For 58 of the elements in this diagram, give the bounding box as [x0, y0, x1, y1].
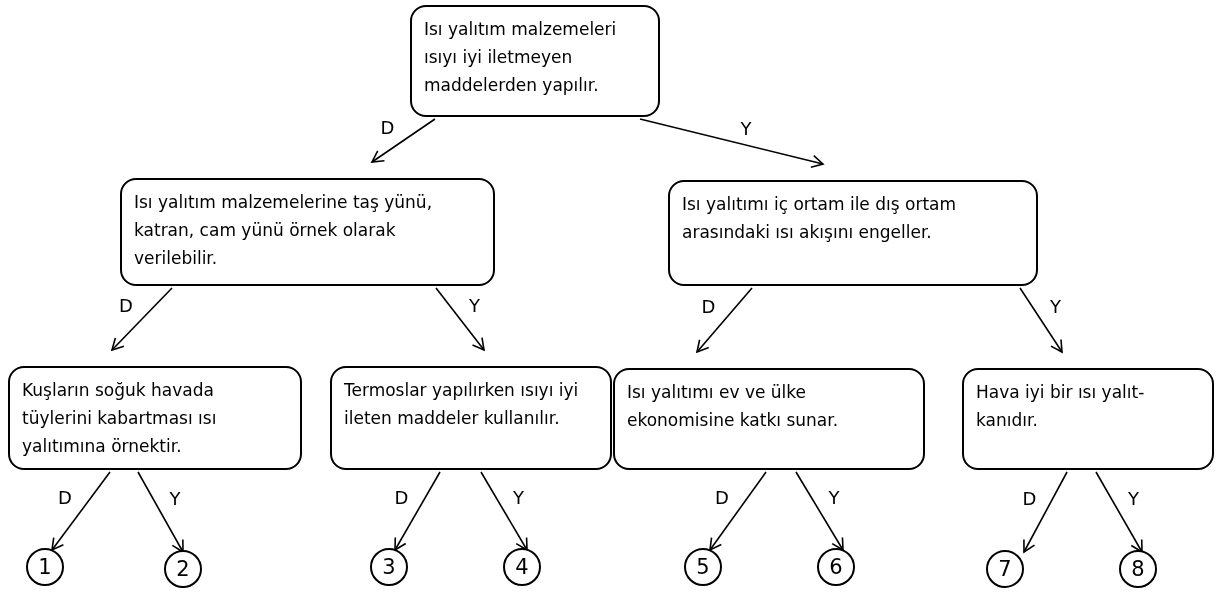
outcome-number: 4 [515, 556, 529, 578]
outcome-number: 1 [38, 556, 52, 578]
edge-label: Y [168, 490, 182, 508]
outcome-circle [986, 550, 1024, 588]
arrow [435, 287, 485, 351]
outcome-circle [26, 548, 64, 586]
outcome-number: 3 [382, 556, 396, 578]
outcome-circle [370, 548, 408, 586]
statement-box [668, 180, 1038, 286]
edge-label: Y [827, 489, 841, 507]
edge-label: D [714, 489, 730, 507]
arrow [639, 118, 824, 168]
statement-text: Isı yalıtım malzemelerine taş yünü, katran, cam yünü örnek olarak verilebilir. [134, 191, 434, 270]
arrow [795, 471, 844, 551]
arrow [1023, 471, 1068, 553]
arrow [111, 287, 173, 351]
arrow [696, 287, 753, 353]
outcome-circle [684, 548, 722, 586]
arrow [51, 471, 111, 551]
outcome-number: 5 [696, 556, 710, 578]
statement-box [962, 368, 1214, 470]
arrow [137, 471, 184, 553]
edge-label: D [57, 489, 73, 507]
outcome-number: 2 [176, 558, 190, 580]
edge-label: D [700, 298, 717, 316]
edge-label: D [1021, 490, 1038, 508]
outcome-number: 7 [998, 558, 1012, 580]
statement-box [120, 178, 495, 286]
outcome-number: 8 [1131, 558, 1145, 580]
edge-label: Y [1127, 490, 1140, 508]
edge-label: Y [468, 297, 481, 315]
outcome-circle [1119, 550, 1157, 588]
statement-box [330, 366, 612, 470]
statement-text: Isı yalıtımı iç ortam ile dış ortam arasındaki ısı akışını engeller. [682, 193, 958, 244]
edge-label: D [379, 118, 396, 137]
arrow [1095, 471, 1143, 553]
edge-label: D [393, 489, 410, 507]
arrow [709, 471, 767, 551]
outcome-circle [817, 548, 855, 586]
statement-box [613, 368, 925, 470]
edge-label: Y [512, 489, 525, 507]
edge-label: D [118, 297, 134, 315]
statement-text: Termoslar yapılırken ısıyı iyi ileten maddeler kullanılır. [344, 379, 580, 430]
arrow [371, 118, 436, 163]
outcome-number: 6 [829, 556, 843, 578]
outcome-circle [164, 550, 202, 588]
statement-text: Hava iyi bir ısı yalıt-kanıdır. [976, 381, 1146, 432]
edge-label: Y [1049, 298, 1062, 316]
statement-text: Isı yalıtımı ev ve ülke ekonomisine katkı sunar. [627, 381, 840, 432]
arrow [1019, 287, 1063, 353]
statement-text: Isı yalıtım malzemeleri ısıyı iyi iletmeyen maddelerden yapılır. [424, 18, 618, 97]
arrow [394, 471, 441, 551]
arrow [480, 471, 528, 551]
statement-text: Kuşların soğuk havada tüylerini kabartması ısı yalıtımına örnektir. [22, 379, 218, 458]
outcome-circle [503, 548, 541, 586]
statement-box [410, 5, 660, 117]
edge-label: Y [739, 119, 753, 138]
statement-box [8, 366, 302, 470]
